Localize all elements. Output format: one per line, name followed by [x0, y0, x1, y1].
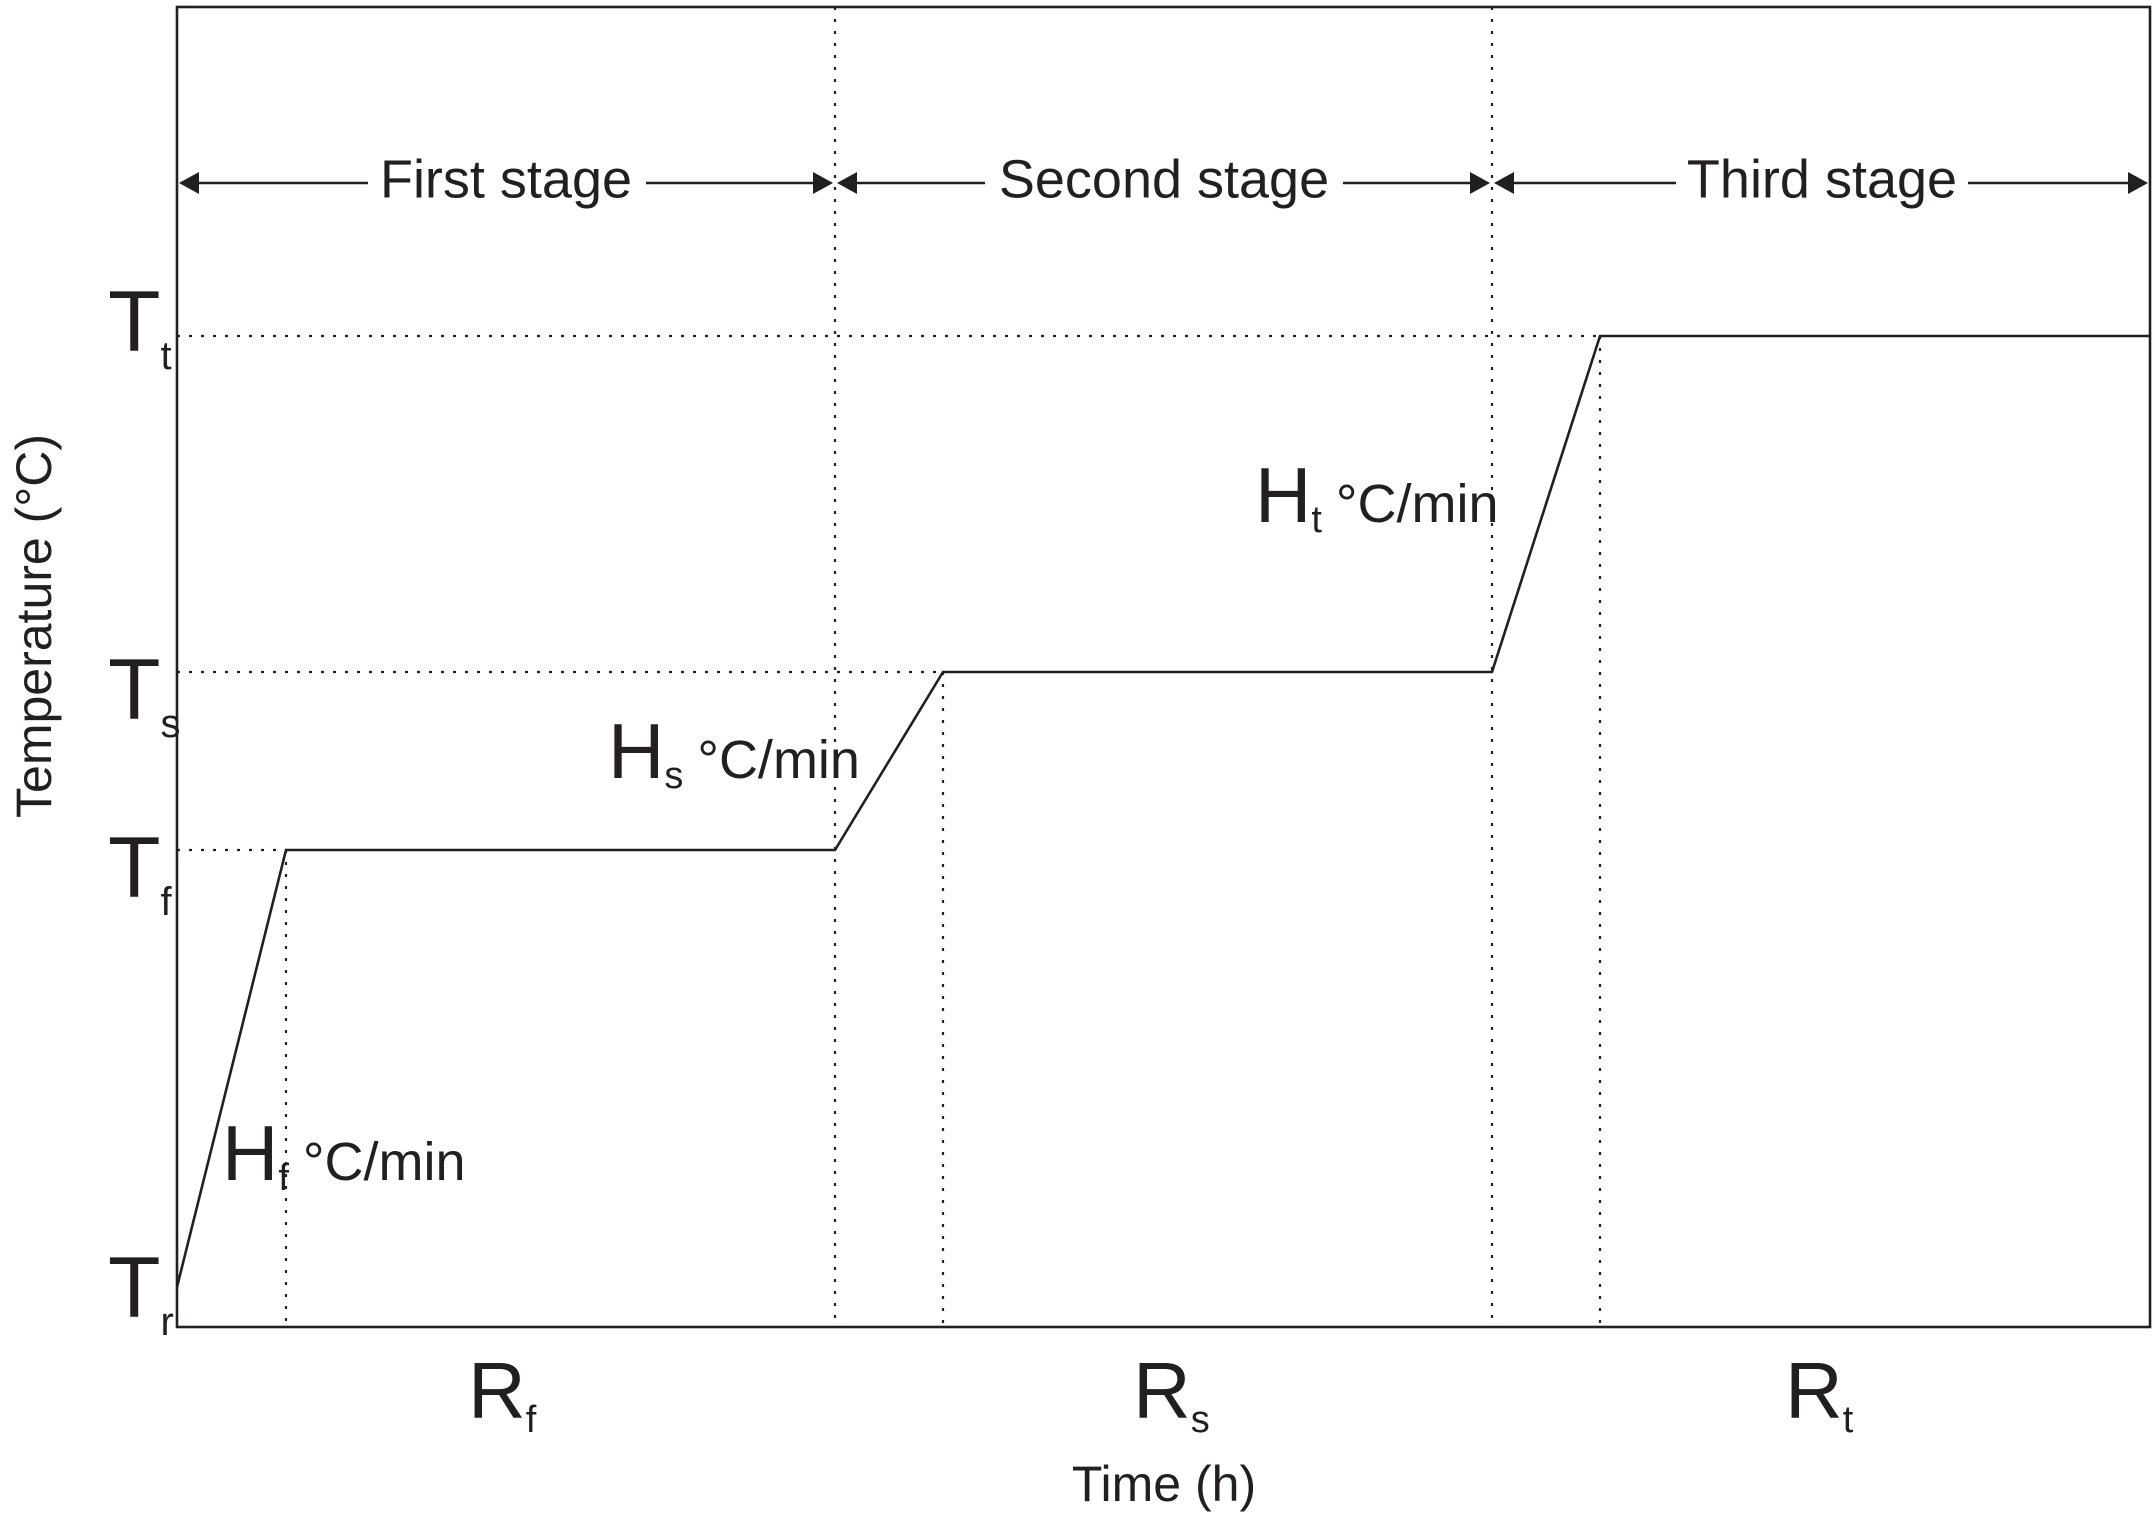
temperature-profile-line: [175, 334, 2150, 1288]
holding-time-label-s: Rs: [1133, 1346, 1210, 1441]
stage-label-second: Second stage: [999, 149, 1329, 209]
temp-label-tf: Tf: [108, 820, 173, 924]
x-axis-label: Time (h): [1072, 1456, 1256, 1512]
stage-arrow-third: Third stage: [1494, 149, 2148, 209]
guide-lines: [177, 7, 1602, 1327]
temp-label-tt: Tt: [108, 274, 172, 378]
stage-label-third: Third stage: [1687, 149, 1957, 209]
arrow-head-left: [1494, 172, 1514, 194]
holding-time-label-f: Rf: [468, 1346, 537, 1441]
plot-frame: [175, 5, 2152, 1329]
stage-arrows: First stage Second stage Third stage: [179, 149, 2148, 209]
stage-arrow-second: Second stage: [837, 149, 1490, 209]
stage-arrow-first: First stage: [179, 149, 833, 209]
heating-rate-label-t: Ht°C/min: [1255, 451, 1499, 541]
temp-label-ts: Ts: [108, 642, 181, 746]
holding-time-label-t: Rt: [1785, 1346, 1854, 1441]
heating-rate-label-s: Hs°C/min: [608, 707, 860, 797]
holding-time-labels: Rf Rs Rt: [468, 1346, 1854, 1441]
arrow-head-right: [2128, 172, 2148, 194]
arrow-head-left: [837, 172, 857, 194]
temp-label-tr: Tr: [108, 1240, 174, 1344]
y-axis-label: Temperature (°C): [6, 434, 62, 818]
temperature-level-labels: Tt Ts Tf Tr: [108, 274, 181, 1344]
arrow-head-right: [813, 172, 833, 194]
heating-rate-labels: Hf°C/min Hs°C/min Ht°C/min: [222, 451, 1499, 1199]
arrow-head-left: [179, 172, 199, 194]
stage-label-first: First stage: [380, 149, 632, 209]
arrow-head-right: [1470, 172, 1490, 194]
heating-rate-label-f: Hf°C/min: [222, 1109, 466, 1199]
